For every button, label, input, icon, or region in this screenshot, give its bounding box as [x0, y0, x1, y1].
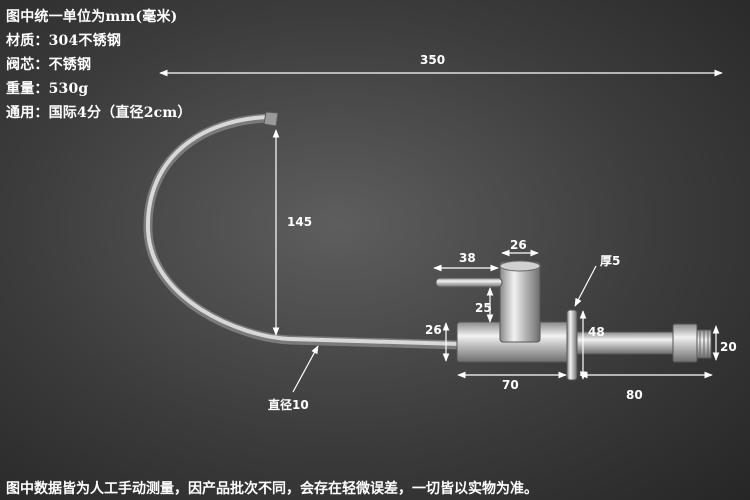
dim-handle-width: 26	[510, 238, 527, 252]
dim-body-height: 26	[425, 323, 442, 337]
valve-core-spec: 阀芯：不锈钢	[6, 57, 92, 73]
dim-pipe-diameter: 直径10	[268, 398, 309, 412]
weight-spec: 重量：530g	[6, 81, 89, 97]
spout-pipe	[143, 113, 465, 350]
thread-end	[696, 329, 712, 359]
dim-body-length: 70	[502, 378, 519, 392]
dim-flange-thickness: 厚5	[600, 254, 621, 268]
fit-spec: 通用：国际4分（直径2cm）	[6, 105, 192, 121]
spout-tip	[263, 111, 279, 127]
unit-note: 图中统一单位为mm(毫米)	[6, 9, 178, 25]
dim-spout-height: 145	[287, 215, 313, 229]
disclaimer-footer: 图中数据皆为人工手动测量，因产品批次不同，会存在轻微误差，一切皆以实物为准。	[6, 481, 538, 497]
dim-line-thickness	[574, 265, 597, 307]
dim-handle-length: 38	[459, 251, 476, 265]
dim-line-pipe-diameter	[292, 345, 319, 393]
dim-overall-length: 350	[420, 53, 446, 67]
material-spec: 材质：304不锈钢	[6, 33, 122, 49]
dim-thread-length: 80	[626, 388, 643, 402]
dim-flange-diameter: 48	[588, 325, 605, 339]
handle-lever	[435, 277, 503, 288]
dim-thread-diameter: 20	[720, 340, 737, 354]
valve-cap	[499, 261, 541, 343]
hex-nut	[672, 323, 698, 363]
flange-plate	[566, 309, 578, 381]
dim-body-gap: 25	[475, 301, 492, 315]
